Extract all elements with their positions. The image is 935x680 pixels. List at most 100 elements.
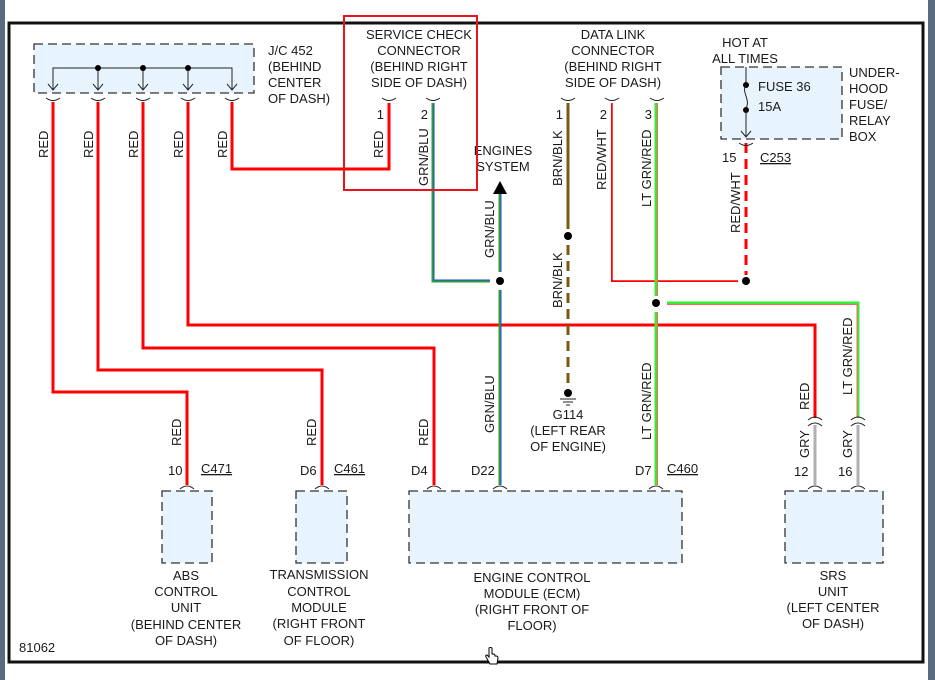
wire-label-lt-grn-red: LT GRN/RED	[639, 362, 654, 440]
abs-terminal	[179, 485, 195, 490]
engines-system-label-1: ENGINES	[474, 143, 533, 158]
wire-label-red: RED	[169, 419, 184, 446]
service-check-pin-1: 1	[377, 107, 384, 122]
connector-c460: C460	[667, 461, 698, 476]
ground-icon	[564, 389, 572, 397]
wire-label-grn-blu: GRN/BLU	[482, 375, 497, 433]
wire-label-gry: GRY	[797, 430, 812, 458]
data-link-pin-3: 3	[645, 107, 652, 122]
service-check-label-2: CONNECTOR	[377, 43, 461, 58]
wire-red-wht	[611, 103, 748, 282]
wire-label-red-wht: RED/WHT	[594, 129, 609, 190]
service-check-pin-2: 2	[421, 107, 428, 122]
fuse-box-label-5: BOX	[849, 129, 877, 144]
jc452-label-1: J/C 452	[268, 43, 313, 58]
data-link-pin-2: 2	[600, 107, 607, 122]
service-check-label-1: SERVICE CHECK	[366, 27, 472, 42]
fuse-rating: 15A	[758, 99, 781, 114]
wire-label-red: RED	[81, 131, 96, 158]
ecm-label-3: (RIGHT FRONT OF	[475, 602, 589, 617]
wire-label-lt-grn-red: LT GRN/RED	[639, 129, 654, 207]
window-left-edge	[0, 0, 5, 680]
service-check-label-4: SIDE OF DASH)	[371, 75, 467, 90]
hand-cursor-icon	[485, 647, 499, 665]
abs-label-4: (BEHIND CENTER	[131, 617, 242, 632]
data-link-pins	[560, 97, 665, 101]
abs-pin: 10	[168, 463, 182, 478]
wire-label-gry: GRY	[840, 430, 855, 458]
srs-pin-12: 12	[794, 464, 808, 479]
jc452-junction	[33, 43, 255, 101]
connector-c461: C461	[334, 461, 365, 476]
jc452-label-4: OF DASH)	[268, 91, 330, 106]
tcm-pin: D6	[300, 463, 317, 478]
wire-label-red: RED	[171, 131, 186, 158]
splice-dot	[652, 299, 660, 307]
wire-label-lt-grn-red: LT GRN/RED	[840, 317, 855, 395]
ground-label-3: OF ENGINE)	[530, 439, 606, 454]
abs-label-1: ABS	[173, 568, 199, 583]
wire-red-ecm	[141, 102, 436, 485]
abs-label-3: UNIT	[171, 600, 201, 615]
wire-label-brn-blk: BRN/BLK	[550, 252, 565, 308]
wire-label-brn-blk: BRN/BLK	[550, 130, 565, 186]
wire-label-red: RED	[416, 419, 431, 446]
srs-label-4: OF DASH)	[802, 616, 864, 631]
wire-lt-grn-red	[654, 103, 860, 485]
connector-c253: C253	[760, 150, 791, 165]
jc452-label-3: CENTER	[268, 75, 321, 90]
tcm-terminal	[314, 485, 330, 490]
srs-unit	[784, 490, 884, 564]
wire-brn-blk	[560, 103, 576, 406]
data-link-label-3: (BEHIND RIGHT	[564, 59, 662, 74]
engine-control-module	[408, 490, 683, 564]
hot-at-all-times-2: ALL TIMES	[712, 51, 778, 66]
fuse-box-pin: 15	[722, 150, 736, 165]
abs-label-2: CONTROL	[154, 584, 218, 599]
srs-label-1: SRS	[820, 568, 847, 583]
ecm-label-2: MODULE (ECM)	[484, 586, 581, 601]
wire-label-red: RED	[797, 383, 812, 410]
wire-label-red: RED	[36, 131, 51, 158]
highlight-box	[343, 15, 478, 191]
data-link-pin-1: 1	[556, 107, 563, 122]
srs-label-3: (LEFT CENTER	[787, 600, 880, 615]
red-wires	[51, 102, 817, 485]
tcm-label-1: TRANSMISSION	[270, 567, 369, 582]
window-scrollbar[interactable]	[928, 0, 935, 680]
tcm-label-5: OF FLOOR)	[284, 633, 355, 648]
wire-label-red: RED	[371, 131, 386, 158]
wire-label-grn-blu: GRN/BLU	[416, 128, 431, 186]
ecm-terminals	[426, 485, 664, 490]
service-check-pins	[381, 97, 441, 101]
wire-label-red: RED	[304, 419, 319, 446]
transmission-control-module	[295, 490, 348, 564]
tcm-label-3: MODULE	[291, 600, 347, 615]
data-link-label-2: CONNECTOR	[571, 43, 655, 58]
figure-number: 81062	[19, 640, 55, 655]
srs-terminals	[807, 485, 866, 490]
engines-system-label-2: SYSTEM	[476, 159, 529, 174]
splice-dot	[742, 277, 750, 285]
srs-pin-16: 16	[838, 464, 852, 479]
fuse-icon	[744, 84, 748, 109]
wire-label-grn-blu: GRN/BLU	[482, 200, 497, 258]
data-link-label-1: DATA LINK	[581, 27, 646, 42]
splice-dot	[496, 277, 504, 285]
wire-red-abs	[51, 102, 189, 485]
abs-label-5: OF DASH)	[155, 633, 217, 648]
wire-label-red: RED	[126, 131, 141, 158]
abs-control-unit	[161, 490, 213, 564]
tcm-label-4: (RIGHT FRONT	[273, 616, 366, 631]
ecm-label-1: ENGINE CONTROL	[473, 570, 590, 585]
fuse-box-label-1: UNDER-	[849, 65, 900, 80]
hot-at-all-times-1: HOT AT	[722, 35, 768, 50]
wire-label-red-wht: RED/WHT	[728, 172, 743, 233]
fuse-box-label-4: RELAY	[849, 113, 891, 128]
ecm-pin-d22: D22	[471, 463, 495, 478]
fuse-box	[720, 66, 843, 146]
wire-red-service-check	[230, 102, 391, 171]
service-check-label-3: (BEHIND RIGHT	[370, 59, 468, 74]
ecm-pin-d7: D7	[635, 463, 652, 478]
